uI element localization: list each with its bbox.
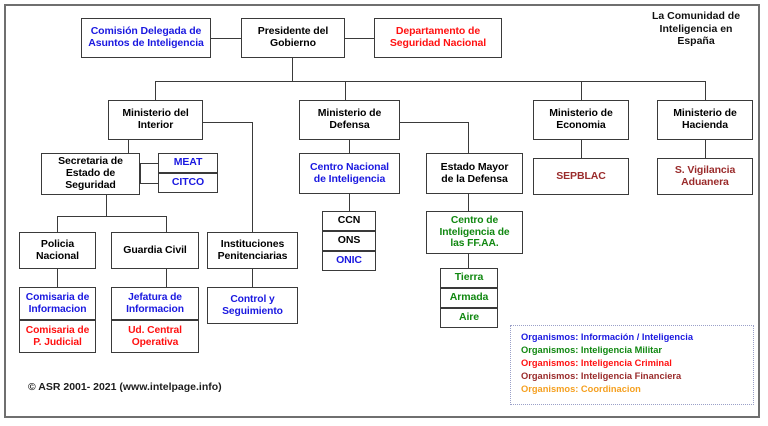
- connector-cifas-tierra: [468, 254, 470, 268]
- node-onic[interactable]: ONIC: [322, 251, 376, 271]
- connector-drop-defensa: [345, 81, 347, 100]
- connector-drop-interior: [155, 81, 157, 100]
- node-tierra[interactable]: Tierra: [440, 268, 498, 288]
- connector-defensa-right: [400, 122, 469, 124]
- legend-box: Organismos: Información / Inteligencia O…: [510, 325, 754, 405]
- connector-secretaria-down: [106, 195, 108, 217]
- connector-drop-hacienda: [705, 81, 707, 100]
- connector-instituciones-control: [252, 269, 254, 287]
- legend-item-militar: Organismos: Inteligencia Militar: [521, 345, 663, 356]
- connector-secretaria-meat: [140, 163, 159, 165]
- connector-presidente-down: [292, 58, 294, 82]
- connector-meat-citco-spine: [140, 163, 142, 183]
- connector-drop-guardia: [166, 216, 168, 232]
- connector-secretaria-citco: [140, 183, 159, 185]
- connector-defensa-estadomayor: [468, 122, 470, 153]
- node-sepblac[interactable]: SEPBLAC: [533, 158, 629, 195]
- connector-estadomayor-cifas: [468, 194, 470, 211]
- node-ccn[interactable]: CCN: [322, 211, 376, 231]
- connector-interior-right: [203, 122, 253, 124]
- connector-drop-policia: [57, 216, 59, 232]
- connector-drop-economia: [581, 81, 583, 100]
- connector-interior-instituciones: [252, 122, 254, 232]
- connector-guardia-jefatura: [166, 269, 168, 287]
- connector-cni-ccn: [349, 194, 351, 211]
- node-aire[interactable]: Aire: [440, 308, 498, 328]
- copyright-notice: © ASR 2001- 2021 (www.intelpage.info): [28, 381, 222, 393]
- legend-item-criminal: Organismos: Inteligencia Criminal: [521, 358, 672, 369]
- connector-dsn: [345, 38, 374, 40]
- node-meat[interactable]: MEAT: [158, 153, 218, 173]
- connector-policia-comisaria: [57, 269, 59, 287]
- node-guardia-civil[interactable]: Guardia Civil: [111, 232, 199, 269]
- connector-defensa-cni: [349, 140, 351, 153]
- connector-comision: [211, 38, 241, 40]
- connector-ministries-bus: [155, 81, 706, 83]
- connector-economia-sepblac: [581, 140, 583, 158]
- node-citco[interactable]: CITCO: [158, 173, 218, 193]
- connector-interior-secretaria: [128, 140, 130, 153]
- legend-item-coordinacion: Organismos: Coordinacion: [521, 384, 641, 395]
- node-ons[interactable]: ONS: [322, 231, 376, 251]
- connector-secretaria-bus: [57, 216, 167, 218]
- legend-item-financiera: Organismos: Inteligencia Financiera: [521, 371, 682, 382]
- node-armada[interactable]: Armada: [440, 288, 498, 308]
- connector-hacienda-vigilancia: [705, 140, 707, 158]
- legend-item-informacion: Organismos: Información / Inteligencia: [521, 332, 694, 342]
